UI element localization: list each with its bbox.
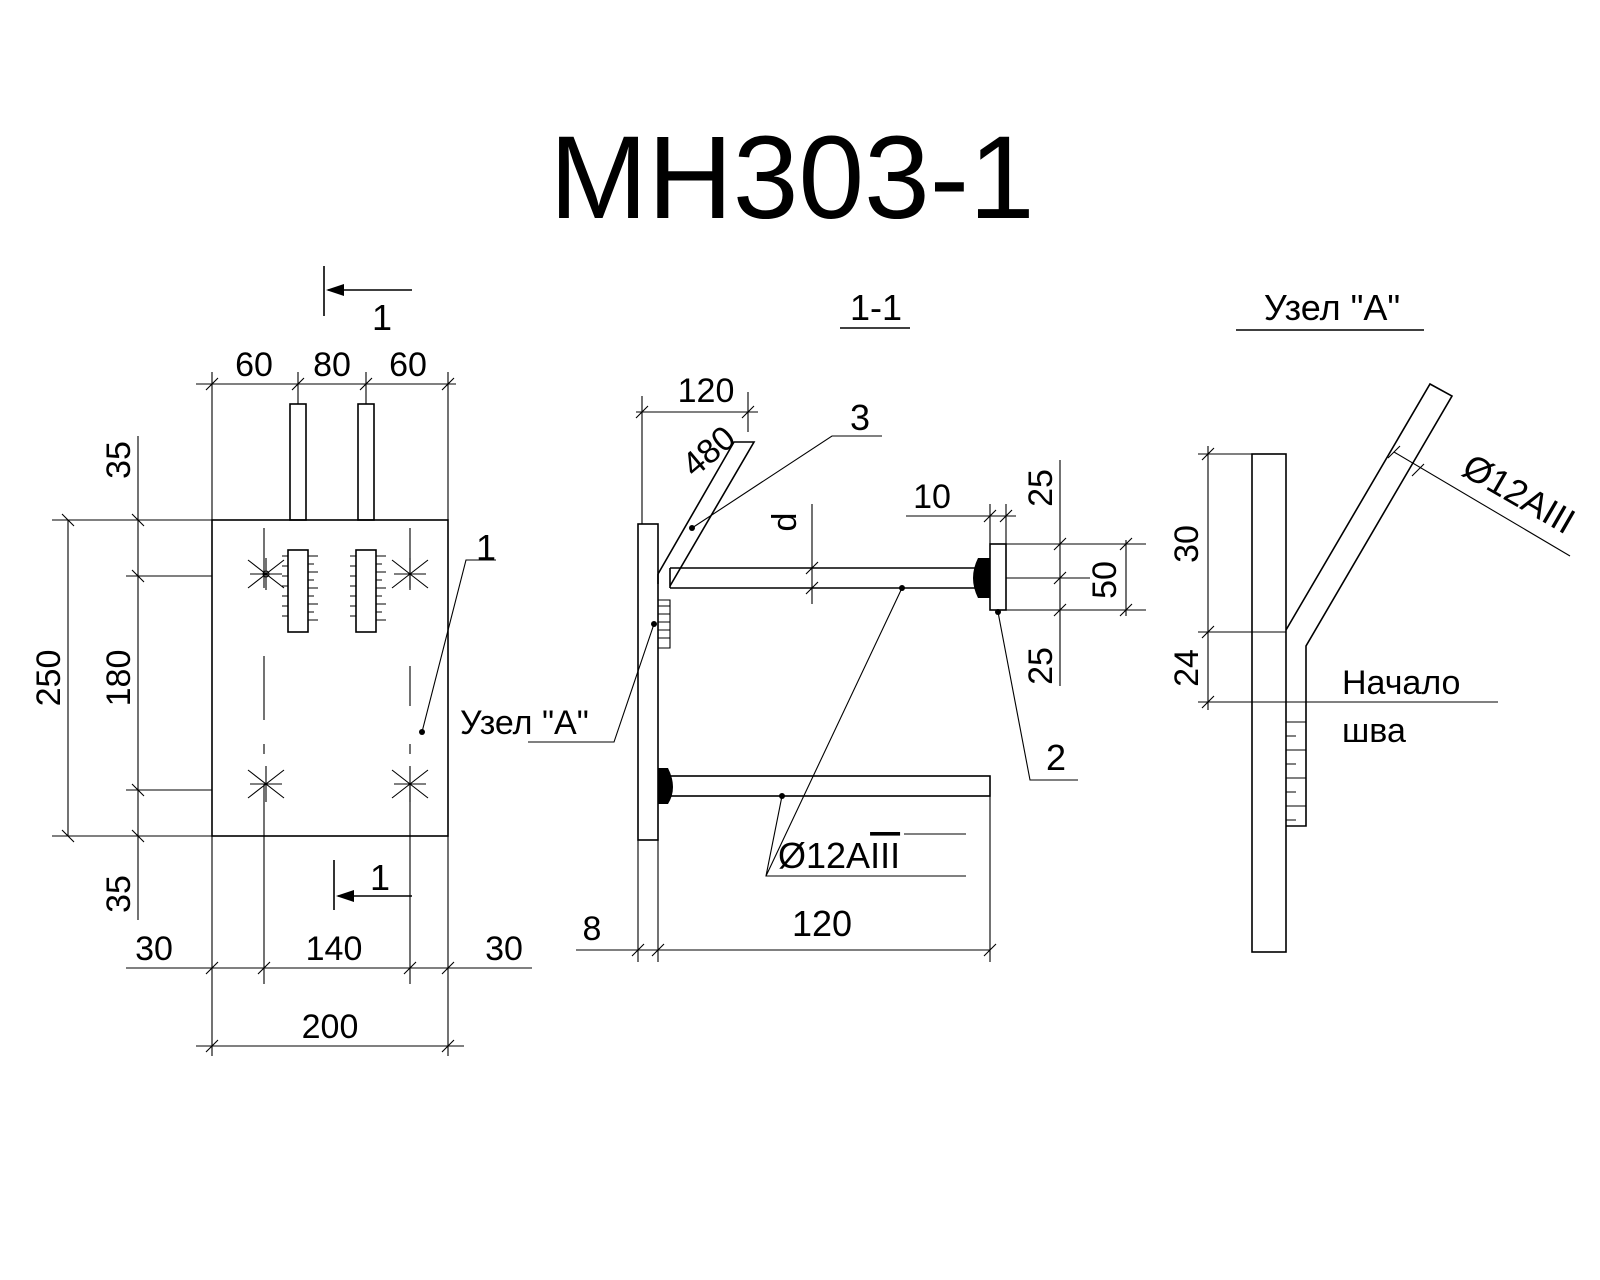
weld-blob-top bbox=[973, 558, 990, 598]
dim-d-line bbox=[805, 504, 819, 604]
section-marker-bottom-label: 1 bbox=[370, 857, 390, 898]
dim-right-chain bbox=[1006, 460, 1146, 686]
dim-section-bottom bbox=[576, 796, 997, 962]
node-detail: Узел "А" 30 24 Ø12AIII Начало шва bbox=[1168, 287, 1582, 953]
dim-bottom-chain bbox=[126, 836, 532, 1056]
plan-view: 1 1 1 60 80 60 35 250 bbox=[30, 266, 532, 1056]
dim-d-label: d bbox=[766, 513, 804, 532]
dim-left-35-bottom: 35 bbox=[100, 875, 138, 913]
bar-label-prefix: Ø12A bbox=[778, 835, 870, 876]
dim-bottom-140: 140 bbox=[306, 930, 363, 968]
dim-overall-200: 200 bbox=[302, 1008, 359, 1046]
dim-section-top-120: 120 bbox=[678, 372, 735, 410]
dim-left-180: 180 bbox=[100, 650, 138, 707]
dim-bottom-30a: 30 bbox=[135, 930, 173, 968]
section-marker-bottom: 1 bbox=[333, 857, 412, 910]
dim-10-line bbox=[906, 504, 1016, 544]
dim-bottom-30b: 30 bbox=[485, 930, 523, 968]
weld-left bbox=[282, 549, 318, 633]
node-bar bbox=[1285, 382, 1454, 827]
dim-25-top: 25 bbox=[1022, 469, 1060, 507]
node-plate bbox=[1251, 453, 1287, 953]
dim-10-label: 10 bbox=[913, 478, 951, 516]
callout-1-leader bbox=[421, 559, 496, 733]
dim-section-top bbox=[635, 392, 758, 524]
bar-label-leaders bbox=[765, 587, 966, 877]
section-marker-top: 1 bbox=[323, 266, 412, 338]
bottom-bar bbox=[667, 775, 991, 797]
dim-left-250: 250 bbox=[30, 650, 68, 707]
weld-start-line2: шва bbox=[1342, 712, 1406, 750]
inclined-bar bbox=[657, 441, 756, 587]
end-plate bbox=[989, 543, 1007, 611]
node-a-ref-label: Узел "А" bbox=[460, 704, 589, 742]
dim-bottom-120: 120 bbox=[792, 903, 852, 944]
callout-3-leader bbox=[691, 435, 882, 529]
axis-lines bbox=[263, 528, 411, 984]
node-dims bbox=[1201, 446, 1215, 710]
dim-top-60b: 60 bbox=[389, 346, 427, 384]
weld-start-line1: Начало bbox=[1342, 664, 1460, 702]
weld-blob-bottom bbox=[658, 768, 673, 804]
bar-label: Ø12AIII bbox=[778, 835, 900, 876]
callout-2-label: 2 bbox=[1046, 737, 1066, 778]
callout-1-label: 1 bbox=[476, 527, 496, 568]
callout-3-label: 3 bbox=[850, 397, 870, 438]
node-title: Узел "А" bbox=[1264, 287, 1400, 328]
node-a-leader bbox=[528, 623, 655, 743]
drawing-title: МН303-1 bbox=[549, 112, 1034, 244]
node-a-weld bbox=[658, 599, 671, 649]
callout-2-leader bbox=[997, 611, 1078, 781]
dim-8: 8 bbox=[583, 910, 602, 948]
dim-50: 50 bbox=[1086, 561, 1124, 599]
node-weld bbox=[1286, 721, 1306, 821]
weld-right bbox=[350, 549, 386, 633]
dim-top-60a: 60 bbox=[235, 346, 273, 384]
dim-left-chains bbox=[52, 436, 212, 920]
node-bar-leader bbox=[1393, 451, 1571, 557]
bar-label-grade: III bbox=[870, 835, 900, 876]
dim-left-35-top: 35 bbox=[100, 441, 138, 479]
node-bar-label: Ø12AIII bbox=[1456, 445, 1582, 542]
dim-25-bottom: 25 bbox=[1022, 647, 1060, 685]
section-view: 1-1 120 480 3 d 10 bbox=[460, 287, 1146, 962]
dim-top-chain bbox=[196, 372, 456, 520]
node-dim-24: 24 bbox=[1168, 649, 1206, 687]
section-marker-top-label: 1 bbox=[372, 297, 392, 338]
section-plate bbox=[637, 523, 659, 841]
dim-top-80: 80 bbox=[313, 346, 351, 384]
stud-mark-1 bbox=[247, 558, 285, 590]
top-bar bbox=[669, 567, 990, 589]
stud-mark-3 bbox=[247, 766, 285, 802]
embedded-plate bbox=[211, 519, 449, 837]
node-dim-30: 30 bbox=[1168, 525, 1206, 563]
anchor-bar-top-left bbox=[289, 403, 307, 521]
anchor-bar-top-right bbox=[357, 403, 375, 521]
dim-section-480: 480 bbox=[675, 419, 743, 485]
section-title: 1-1 bbox=[850, 287, 902, 328]
